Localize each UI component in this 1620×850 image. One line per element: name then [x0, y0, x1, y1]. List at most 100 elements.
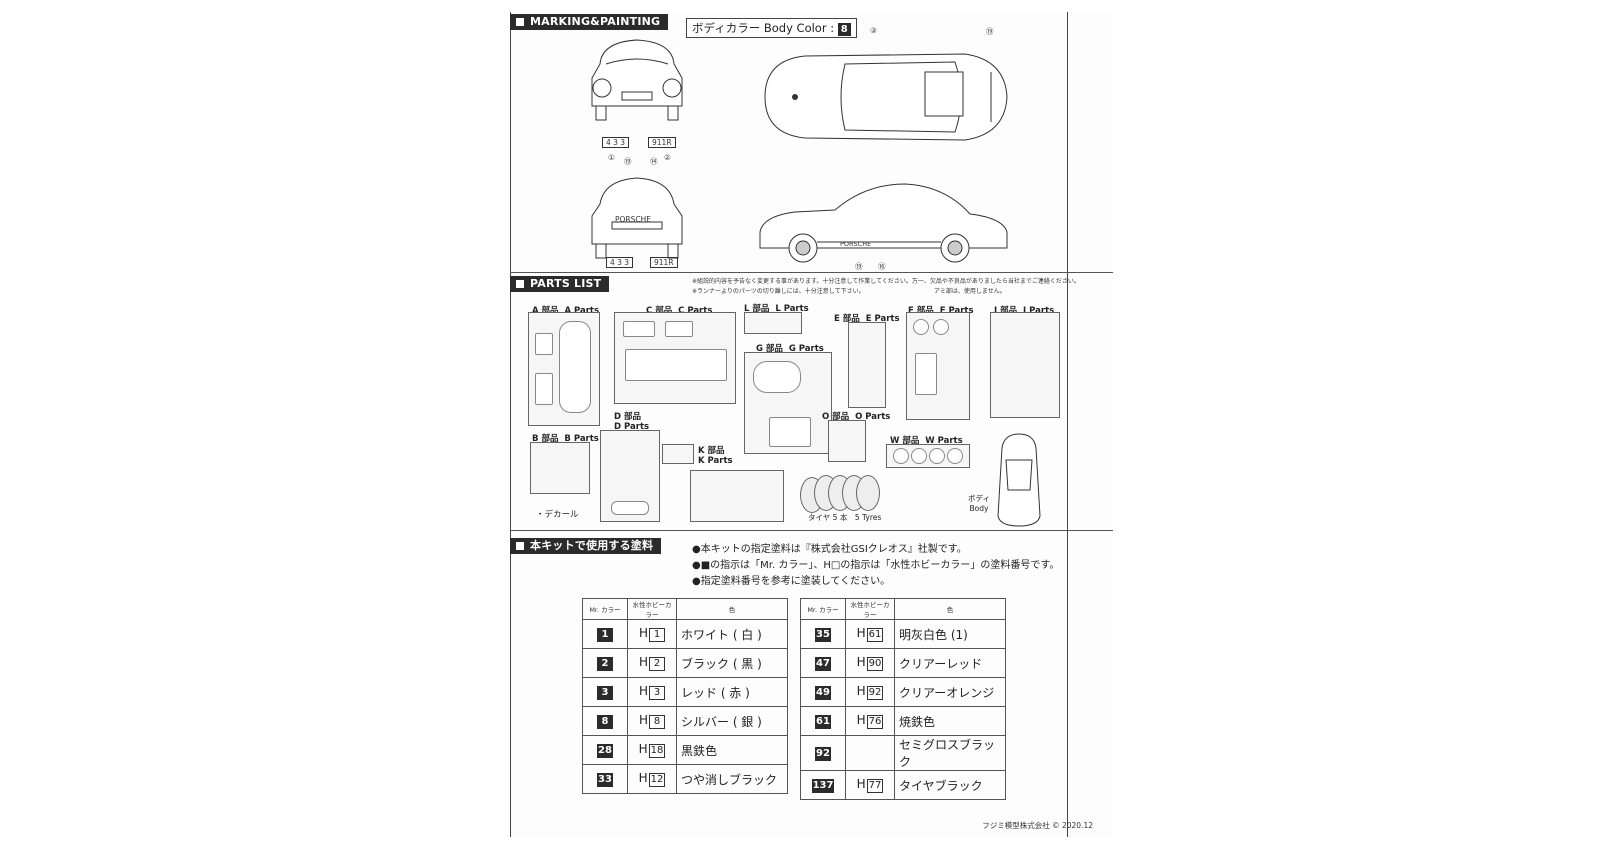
color-name-cell: セミグロスブラック: [894, 735, 1006, 771]
color-name-cell: シルバー ( 銀 ): [676, 706, 788, 736]
hobby-color-number: 92: [866, 686, 884, 700]
runner-j: [990, 312, 1060, 418]
color-name: 黒鉄色: [681, 743, 718, 758]
paint-section-title: 本キットで使用する塗料: [510, 538, 662, 554]
decal-433-rear: 4 3 3: [606, 257, 634, 268]
decal-433-front: 4 3 3: [602, 137, 630, 148]
mr-color-cell: 33: [582, 764, 628, 794]
mr-color-number: 3: [597, 686, 613, 700]
runner-k: [690, 470, 784, 522]
runner-b-label: B 部品 B Parts: [532, 434, 599, 444]
callout-3: ③: [870, 26, 877, 35]
runner-e-label: E 部品 E Parts: [834, 314, 900, 324]
parts-list-title: PARTS LIST: [510, 276, 610, 292]
color-name-cell: クリアーオレンジ: [894, 677, 1006, 707]
header-color: 色: [894, 598, 1006, 620]
section-divider-1: [510, 272, 1113, 273]
paint-row: 92 セミグロスブラック: [800, 735, 1006, 771]
runner-w: [886, 444, 970, 468]
header-hobby: 水性ホビーカラー: [845, 598, 895, 620]
runner-o-label: O 部品 O Parts: [822, 412, 891, 422]
hobby-color-number: 77: [866, 779, 884, 793]
hobby-color-number: 61: [866, 628, 884, 642]
color-name-cell: レッド ( 赤 ): [676, 677, 788, 707]
car-side-view: [755, 172, 1015, 271]
mr-color-number: 61: [815, 715, 831, 729]
header-mr: Mr. カラー: [582, 598, 628, 620]
runner-f-label: F 部品 F Parts: [908, 306, 974, 316]
hobby-color-number: 76: [866, 715, 884, 729]
instruction-sheet: MARKING&PAINTING ボディカラー Body Color : 8 4…: [510, 12, 1113, 837]
section-divider-2: [510, 530, 1113, 531]
hobby-color-number: 2: [649, 657, 666, 671]
header-mr: Mr. カラー: [800, 598, 846, 620]
mr-color-number: 47: [815, 657, 831, 671]
mr-color-number: 28: [597, 744, 613, 758]
mr-color-cell: 2: [582, 648, 628, 678]
car-rear-view: [582, 172, 692, 266]
right-border: [1067, 12, 1068, 837]
parts-note-2b: アミ部は、使用しません。: [934, 288, 1006, 295]
color-name: ホワイト ( 白 ): [681, 627, 762, 642]
callout-19-rear: ⑲: [624, 157, 632, 166]
car-top-view: [755, 42, 1015, 156]
runner-w-label: W 部品 W Parts: [890, 436, 963, 446]
hobby-color-number: 3: [649, 686, 666, 700]
runner-l-label: L 部品 L Parts: [744, 304, 809, 314]
hobby-color-number: 8: [649, 715, 666, 729]
color-name: シルバー ( 銀 ): [681, 714, 762, 729]
color-name: タイヤブラック: [899, 778, 983, 793]
color-name-cell: ホワイト ( 白 ): [676, 619, 788, 649]
mr-color-cell: 92: [800, 735, 846, 771]
color-name-cell: クリアーレッド: [894, 648, 1006, 678]
paint-note-1: ●本キットの指定塗料は『株式会社GSIクレオス』社製です。: [692, 544, 967, 555]
mr-color-number: 35: [815, 628, 831, 642]
mr-color-number: 137: [811, 779, 835, 793]
color-name-cell: 黒鉄色: [676, 735, 788, 765]
decal-911r-rear: 911R: [650, 257, 678, 268]
hobby-color-number: 18: [648, 744, 666, 758]
mr-color-cell: 137: [800, 770, 846, 800]
mr-color-number: 1: [597, 628, 613, 642]
callout-14: ⑭: [650, 157, 658, 166]
runner-h-small: [662, 444, 694, 464]
decal-911r-front: 911R: [648, 137, 676, 148]
color-name: 焼鉄色: [899, 714, 936, 729]
left-border: [510, 12, 511, 837]
color-name-cell: 明灰白色 (1): [894, 619, 1006, 649]
parts-note-1: ※組説的内容を予告なく変更する事があります。十分注意して作業してください。万一、…: [692, 278, 1080, 285]
paint-note-2: ●■の指示は「Mr. カラー」、H□の指示は「水性ホビーカラー」の塗料番号です。: [692, 560, 1060, 571]
mr-color-cell: 47: [800, 648, 846, 678]
parts-note-2: ※ランナーよりのパーツの切り離しには、十分注意して下さい。: [692, 288, 865, 295]
color-name-cell: 焼鉄色: [894, 706, 1006, 736]
runner-e: [848, 322, 886, 408]
footer-copyright: フジミ模型株式会社 © 2020.12: [982, 821, 1093, 830]
mr-color-cell: 3: [582, 677, 628, 707]
color-name: クリアーオレンジ: [899, 685, 995, 700]
hobby-color-number: 12: [648, 773, 666, 787]
callout-19-side: ⑲: [855, 262, 863, 271]
runner-c: [614, 312, 736, 404]
marking-section-title: MARKING&PAINTING: [510, 14, 669, 30]
runner-o: [828, 420, 866, 462]
hobby-color-number: 90: [866, 657, 884, 671]
callout-16: ⑯: [878, 262, 886, 271]
runner-j-label: J 部品 J Parts: [994, 306, 1055, 316]
color-name: レッド ( 赤 ): [681, 685, 750, 700]
